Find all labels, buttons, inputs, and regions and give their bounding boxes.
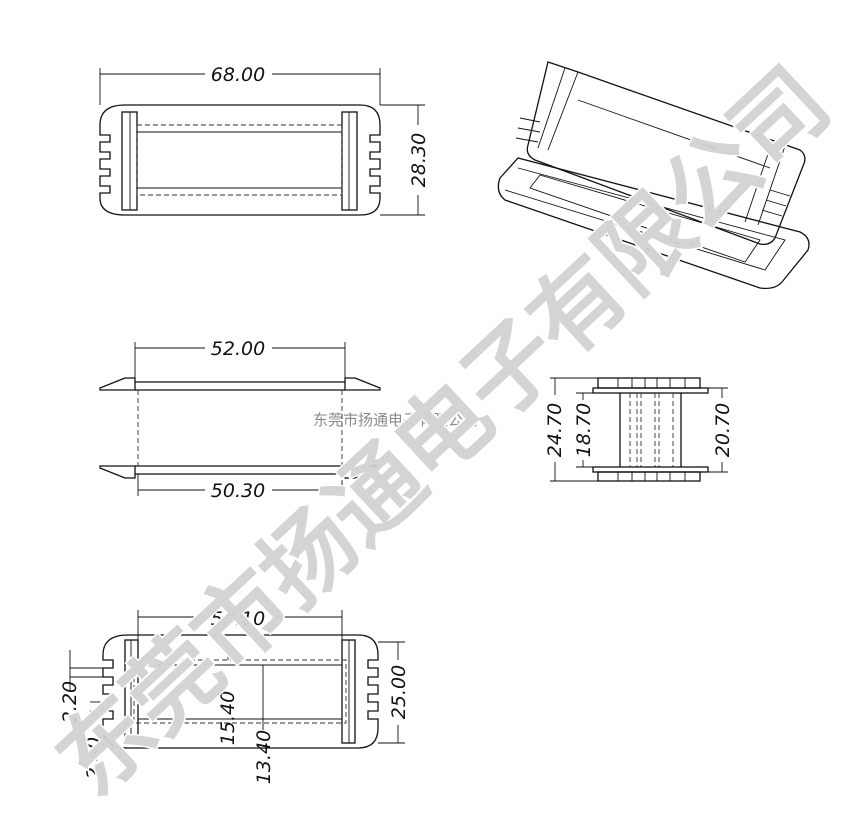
end-view: 24.70 18.70 20.70	[544, 377, 734, 482]
dim-52: 52.00	[211, 338, 265, 360]
dim-24-70: 24.70	[544, 403, 566, 457]
watermark-small: 东莞市扬通电子有限公司	[313, 411, 478, 429]
top-view: 68.00 28.30	[99, 64, 430, 216]
isometric-view-top	[497, 61, 810, 290]
dim-18-70: 18.70	[573, 403, 595, 457]
dim-50-30: 50.30	[211, 480, 265, 502]
dim-68: 68.00	[211, 64, 265, 86]
dim-2-40: 2.40	[83, 737, 105, 779]
dim-2-20: 2.20	[59, 681, 81, 723]
dim-28-30: 28.30	[408, 133, 430, 187]
dim-20-70: 20.70	[712, 403, 734, 457]
bottom-view: 50.10 25.00 15.40 13.40 2.20 2.40	[59, 608, 410, 784]
dim-13-40: 13.40	[253, 730, 275, 784]
dim-15-40: 15.40	[217, 691, 239, 745]
dim-50-10: 50.10	[211, 608, 265, 630]
dim-25-00: 25.00	[388, 665, 410, 719]
